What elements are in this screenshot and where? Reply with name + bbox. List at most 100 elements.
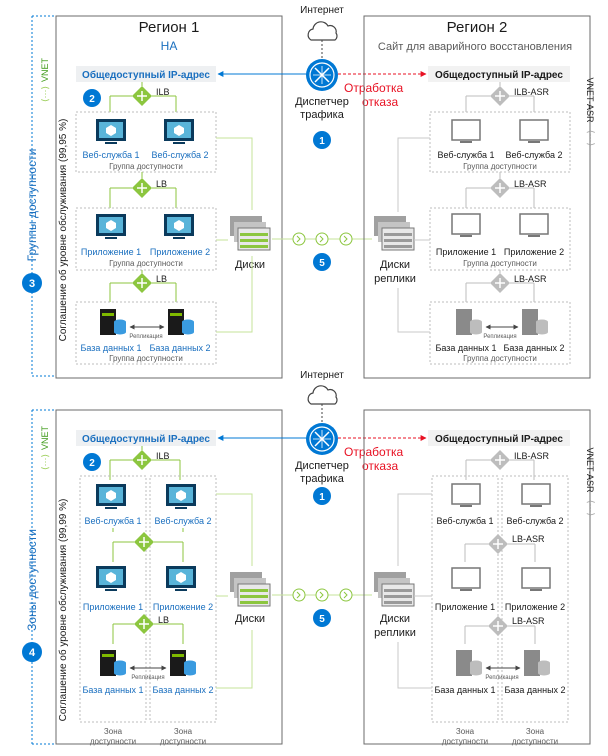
- svg-text:База данных 1: База данных 1: [82, 685, 143, 695]
- svg-text:LB: LB: [156, 274, 167, 284]
- lb-asr-icon: [490, 178, 510, 198]
- svg-text:⟨···⟩: ⟨···⟩: [40, 454, 50, 470]
- replication-chevron-icon: [315, 588, 329, 602]
- vnet-label: VNET: [40, 58, 50, 83]
- svg-text:LB-ASR: LB-ASR: [512, 534, 545, 544]
- region1-title: Регион 1: [139, 19, 200, 36]
- sla-label: Соглашение об уровне обслуживания (99,95…: [57, 119, 69, 342]
- svg-text:ILB-ASR: ILB-ASR: [514, 87, 550, 97]
- monitor-outline-icon: [521, 483, 551, 507]
- svg-text:Общедоступный IP-адрес: Общедоступный IP-адрес: [435, 433, 563, 445]
- monitor-outline-icon: [451, 119, 481, 143]
- svg-text:трафика: трафика: [300, 473, 345, 485]
- database-server-icon: [100, 650, 126, 676]
- svg-text:2: 2: [89, 458, 95, 469]
- monitor-icon: [166, 566, 196, 591]
- svg-text:ILB: ILB: [156, 451, 170, 461]
- svg-text:доступности: доступности: [160, 737, 206, 746]
- svg-text:База данных 2: База данных 2: [503, 343, 564, 353]
- region2-title: Регион 2: [447, 19, 508, 36]
- region1-sub: HA: [161, 39, 178, 53]
- svg-text:Репликация: Репликация: [129, 334, 162, 340]
- svg-text:Приложение 1: Приложение 1: [435, 602, 495, 612]
- web2-label: Веб-служба 2: [152, 150, 209, 160]
- database-server-gray-icon: [456, 650, 482, 676]
- monitor-outline-icon: [451, 567, 481, 591]
- region2-box: [363, 15, 591, 379]
- lb-icon: [132, 178, 152, 198]
- public-ip-label: Общедоступный IP-адрес: [82, 69, 210, 81]
- svg-text:LB: LB: [158, 615, 169, 625]
- svg-text:⟨···⟩: ⟨···⟩: [586, 130, 596, 146]
- lb-asr-icon: [490, 273, 510, 293]
- traffic-manager-icon: [306, 59, 338, 91]
- svg-text:доступности: доступности: [90, 737, 136, 746]
- svg-text:1: 1: [319, 136, 325, 147]
- db1-label: База данных 1: [80, 343, 141, 353]
- svg-text:⟨···⟩: ⟨···⟩: [586, 500, 596, 516]
- svg-text:Группа доступности: Группа доступности: [463, 259, 537, 268]
- monitor-outline-icon: [519, 119, 549, 143]
- replica-disks-icon: [374, 572, 415, 607]
- svg-text:реплики: реплики: [374, 627, 416, 639]
- svg-text:База данных 1: База данных 1: [434, 685, 495, 695]
- svg-text:отказа: отказа: [362, 459, 398, 473]
- replication-chevron-icon: [292, 588, 306, 602]
- svg-text:Репликация: Репликация: [483, 334, 516, 340]
- svg-text:Приложение 2: Приложение 2: [153, 602, 213, 612]
- db-group-box: [75, 301, 217, 365]
- monitor-icon: [96, 119, 126, 144]
- database-server-gray-icon: [456, 309, 482, 335]
- zone-box: [79, 475, 147, 723]
- badge-5: [313, 253, 331, 271]
- svg-text:Приложение 1: Приложение 1: [436, 247, 496, 257]
- svg-text:Репликация: Репликация: [485, 675, 518, 681]
- badge-1: [313, 131, 331, 149]
- svg-text:Веб-служба 2: Веб-служба 2: [507, 516, 564, 526]
- lb-asr-icon: [488, 616, 508, 636]
- monitor-icon: [166, 484, 196, 509]
- bottom-diagram: Зоны доступности 4 VNET ⟨···⟩ Соглашение…: [22, 370, 596, 746]
- monitor-outline-icon: [519, 213, 549, 237]
- svg-text:Зона: Зона: [174, 727, 193, 736]
- ilb-asr-icon: [490, 450, 510, 470]
- ilb-asr-icon: [490, 86, 510, 106]
- web-group-box: [75, 111, 217, 173]
- database-server-gray-icon: [522, 309, 548, 335]
- svg-text:Диспетчер: Диспетчер: [295, 460, 349, 472]
- badge-5: [313, 609, 331, 627]
- public-ip-asr-box: [428, 66, 570, 82]
- monitor-outline-icon: [451, 483, 481, 507]
- monitor-outline-icon: [451, 213, 481, 237]
- side-label: Группы доступности: [25, 149, 39, 262]
- svg-text:Приложение 2: Приложение 2: [504, 247, 564, 257]
- svg-text:4: 4: [29, 647, 36, 659]
- disks-label: Диски: [235, 259, 265, 271]
- svg-text:Репликация: Репликация: [131, 675, 164, 681]
- database-server-icon: [168, 309, 194, 335]
- zone-box: [149, 475, 217, 723]
- traffic-manager-label-2: трафика: [300, 109, 345, 121]
- svg-text:Группа доступности: Группа доступности: [109, 259, 183, 268]
- svg-text:LB-ASR: LB-ASR: [512, 616, 545, 626]
- replication-chevron-icon: [292, 232, 306, 246]
- app-group-box: [75, 207, 217, 271]
- svg-text:Веб-служба 1: Веб-служба 1: [437, 516, 494, 526]
- web1-label: Веб-служба 1: [83, 150, 140, 160]
- svg-text:Зона: Зона: [104, 727, 123, 736]
- badge-2: [83, 453, 101, 471]
- internet-label: Интернет: [300, 5, 344, 16]
- svg-text:1: 1: [319, 492, 325, 503]
- badge-2: [83, 89, 101, 107]
- svg-text:Группа доступности: Группа доступности: [109, 162, 183, 171]
- lb-icon: [134, 532, 154, 552]
- failover-label-2: отказа: [362, 95, 398, 109]
- region1-box-bottom: [55, 409, 283, 745]
- svg-text:Группа доступности: Группа доступности: [463, 162, 537, 171]
- svg-text:Веб-служба 1: Веб-служба 1: [438, 150, 495, 160]
- cloud-icon: [307, 21, 338, 41]
- side-badge: [22, 642, 42, 662]
- cloud-icon: [307, 385, 338, 405]
- svg-text:доступности: доступности: [512, 737, 558, 746]
